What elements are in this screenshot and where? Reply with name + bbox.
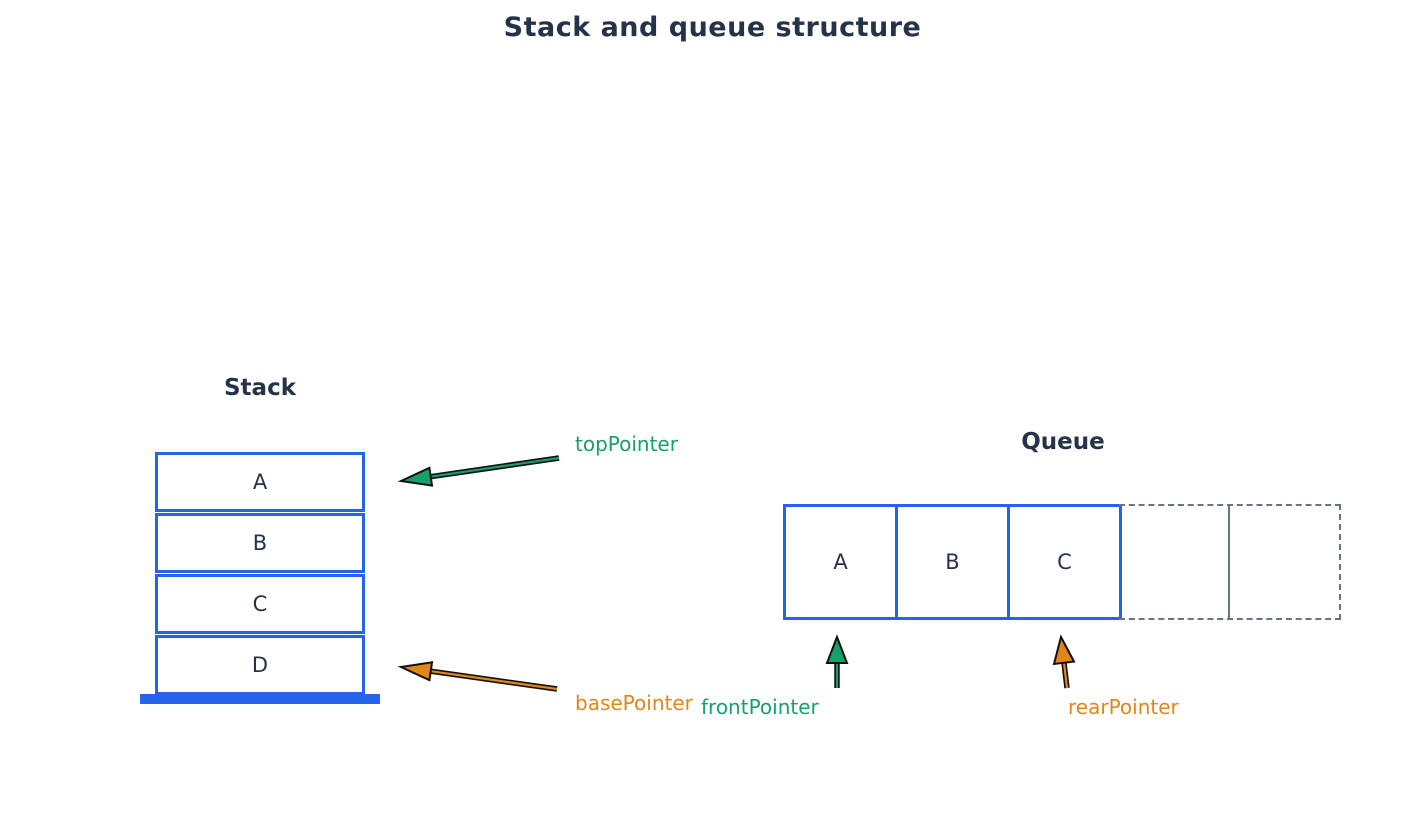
front-pointer-arrow — [825, 634, 849, 688]
queue-cells: A B C — [783, 504, 1122, 620]
rear-pointer-arrow — [1052, 634, 1076, 689]
top-pointer-arrow — [397, 455, 560, 487]
queue-empty-cell-1 — [1119, 506, 1228, 618]
stack-title: Stack — [223, 375, 296, 401]
queue-title: Queue — [1021, 429, 1105, 455]
base-pointer-arrow — [397, 661, 558, 692]
stack-cell-d: D — [155, 635, 365, 695]
queue-cell-b: B — [895, 504, 1010, 620]
stack-cell-c: C — [155, 574, 365, 634]
stack-cell-a: A — [155, 452, 365, 512]
base-pointer-label: basePointer — [575, 691, 693, 715]
top-pointer-label: topPointer — [575, 432, 678, 456]
queue-empty-cells — [1119, 504, 1341, 620]
stack-base-bar — [140, 694, 380, 704]
front-pointer-label: frontPointer — [701, 695, 819, 719]
queue-empty-cell-2 — [1228, 506, 1339, 618]
stack-cell-b: B — [155, 513, 365, 573]
queue-cell-a: A — [783, 504, 898, 620]
page-title: Stack and queue structure — [503, 12, 922, 43]
base-pointer-label-clip: basePointer — [575, 691, 698, 715]
queue-cell-c: C — [1007, 504, 1122, 620]
stack-cells: A B C D — [155, 452, 365, 695]
rear-pointer-label: rearPointer — [1068, 695, 1179, 719]
